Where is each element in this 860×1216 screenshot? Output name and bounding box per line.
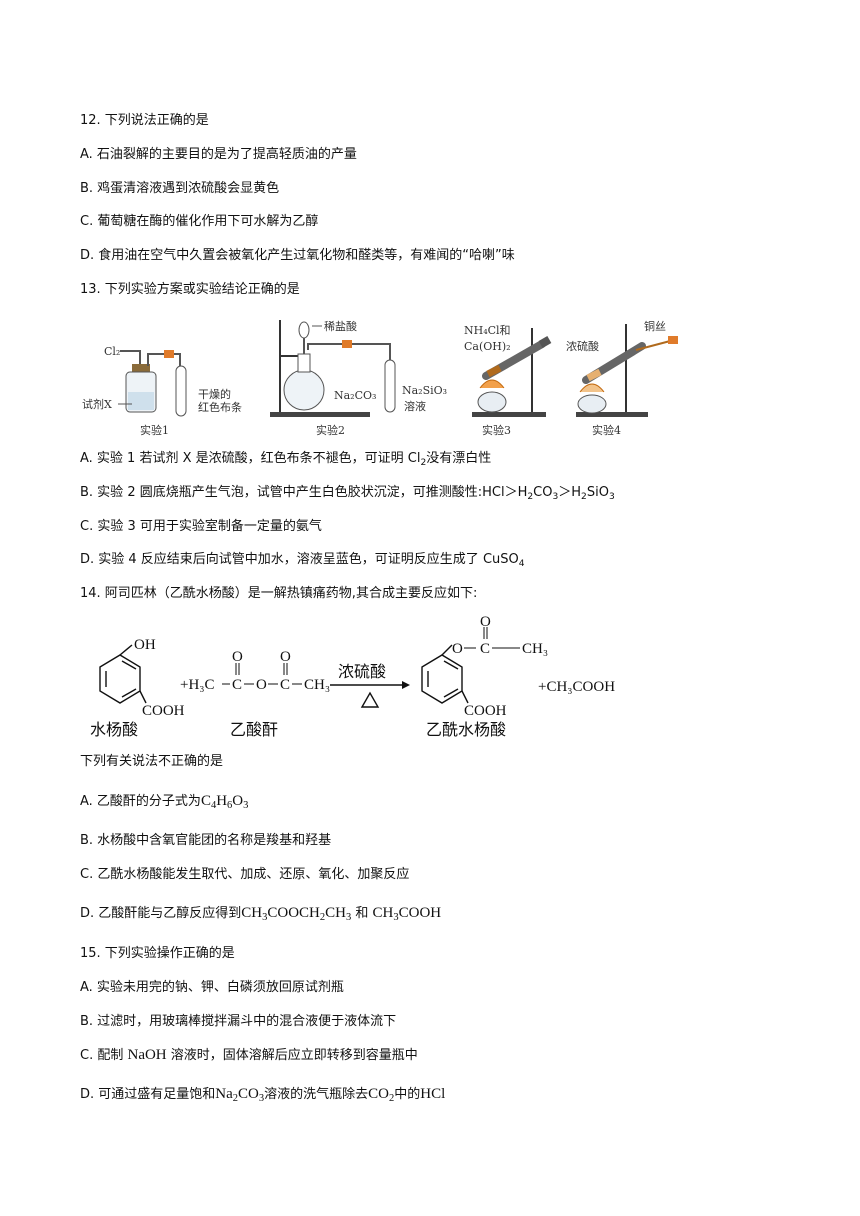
q15-option-d: D. 可通过盛有足量饱和Na2CO3溶液的洗气瓶除去CO2中的HCl xyxy=(80,1086,446,1104)
exp2-solution-a: Na₂SiO₃ xyxy=(402,384,447,397)
q14-option-b: B. 水杨酸中含氧官能团的名称是羧基和羟基 xyxy=(80,833,332,848)
q12-option-b: B. 鸡蛋清溶液遇到浓硫酸会显黄色 xyxy=(80,181,280,196)
salicylic-acid-structure: OH COOH 水杨酸 xyxy=(90,637,185,739)
ch3-group-1: CH₃ xyxy=(304,677,330,693)
exp2-acid-label: 稀盐酸 xyxy=(324,319,357,333)
q14-option-a: A. 乙酸酐的分子式为C4H6O3 xyxy=(80,793,249,811)
q15-option-c: C. 配制 NaOH 溶液时，固体溶解后应立即转移到容量瓶中 xyxy=(80,1047,418,1063)
q13-apparatus-figure: Cl₂ 试剂X 干燥的 红色布条 实验1 稀盐酸 Na₂CO₃ Na₂SiO₃ … xyxy=(82,319,678,437)
q14-option-d: D. 乙酸酐能与乙醇反应得到CH3COOCH2CH3 和 CH3COOH xyxy=(80,905,442,923)
q14-stem: 14. 阿司匹林（乙酰水杨酸）是一解热镇痛药物,其合成主要反应如下: xyxy=(80,586,478,601)
oh-group: OH xyxy=(134,637,156,653)
acetylsalicylic-acid-structure: O C O CH₃ COOH 乙酰水杨酸 xyxy=(421,615,548,739)
q12-stem: 12. 下列说法正确的是 xyxy=(80,113,209,128)
svg-text:C: C xyxy=(480,641,490,657)
experiment-1: Cl₂ 试剂X 干燥的 红色布条 实验1 xyxy=(82,345,242,437)
q15-option-b: B. 过滤时，用玻璃棒搅拌漏斗中的混合液便于液体流下 xyxy=(80,1014,397,1029)
cooh-group-1: COOH xyxy=(142,703,185,719)
q15-option-a: A. 实验未用完的钠、钾、白磷须放回原试剂瓶 xyxy=(80,980,344,995)
svg-text:O: O xyxy=(256,677,267,693)
ch3-group-2: CH₃ xyxy=(522,641,548,657)
svg-text:C: C xyxy=(280,677,290,693)
cooh-group-2: COOH xyxy=(464,703,507,719)
exp1-reagent-label: 试剂X xyxy=(82,397,112,411)
carbonyl-o-3: O xyxy=(480,615,491,630)
exp1-gas-label: Cl₂ xyxy=(104,345,120,358)
q13-option-a: A. 实验 1 若试剂 X 是浓硫酸，红色布条不褪色，可证明 Cl2没有漂白性 xyxy=(80,451,492,468)
q13-stem: 13. 下列实验方案或实验结论正确的是 xyxy=(80,282,300,297)
exp1-caption: 实验1 xyxy=(140,423,169,437)
q13-option-d: D. 实验 4 反应结束后向试管中加水，溶液呈蓝色，可证明反应生成了 CuSO4 xyxy=(80,552,525,569)
exp3-caption: 实验3 xyxy=(482,423,511,437)
svg-text:C: C xyxy=(232,677,242,693)
name-salicylic-acid: 水杨酸 xyxy=(90,720,138,739)
acetic-anhydride-structure: +H₃C C O O C O CH₃ 乙酸酐 xyxy=(180,649,330,739)
carbonyl-o-1: O xyxy=(232,649,243,665)
q14-reaction-scheme: OH COOH 水杨酸 +H₃C C O O C O CH₃ 乙酸酐 浓硫酸 O xyxy=(90,615,615,739)
experiment-3: NH₄Cl和 Ca(OH)₂ 实验3 xyxy=(464,324,552,437)
q14-option-c: C. 乙酰水杨酸能发生取代、加成、还原、氧化、加聚反应 xyxy=(80,867,410,882)
exp1-label-b: 红色布条 xyxy=(198,400,242,414)
exp4-acid-label: 浓硫酸 xyxy=(566,339,599,353)
plus-h3c: +H₃C xyxy=(180,677,215,693)
q12-option-a: A. 石油裂解的主要目的是为了提高轻质油的产量 xyxy=(80,147,357,162)
exp4-wire-label: 铜丝 xyxy=(644,319,666,333)
exp2-caption: 实验2 xyxy=(316,423,345,437)
q14-question: 下列有关说法不正确的是 xyxy=(80,754,224,769)
reaction-condition: 浓硫酸 xyxy=(338,662,386,681)
experiment-2: 稀盐酸 Na₂CO₃ Na₂SiO₃ 溶液 实验2 xyxy=(270,319,447,437)
exp3-label-a: NH₄Cl和 xyxy=(464,324,511,337)
q12-option-d: D. 食用油在空气中久置会被氧化产生过氧化物和醛类等，有难闻的“哈喇”味 xyxy=(80,248,515,263)
name-acetylsalicylic-acid: 乙酰水杨酸 xyxy=(426,720,506,739)
exp1-label-a: 干燥的 xyxy=(198,387,231,401)
experiment-4: 浓硫酸 铜丝 实验4 xyxy=(566,319,678,437)
exp2-solution-b: 溶液 xyxy=(404,399,426,413)
name-acetic-anhydride: 乙酸酐 xyxy=(230,720,278,739)
q15-stem: 15. 下列实验操作正确的是 xyxy=(80,946,235,961)
exp2-solid-label: Na₂CO₃ xyxy=(334,389,376,402)
byproduct: +CH₃COOH xyxy=(538,679,615,695)
carbonyl-o-2: O xyxy=(280,649,291,665)
q13-option-c: C. 实验 3 可用于实验室制备一定量的氨气 xyxy=(80,519,322,534)
q13-option-b: B. 实验 2 圆底烧瓶产生气泡，试管中产生白色胶状沉淀，可推测酸性:HCl＞H… xyxy=(80,485,615,502)
q12-option-c: C. 葡萄糖在酶的催化作用下可水解为乙醇 xyxy=(80,214,319,229)
svg-text:O: O xyxy=(452,641,463,657)
exp4-caption: 实验4 xyxy=(592,423,621,437)
exp3-label-b: Ca(OH)₂ xyxy=(464,340,511,353)
reaction-arrow: 浓硫酸 xyxy=(330,662,410,708)
